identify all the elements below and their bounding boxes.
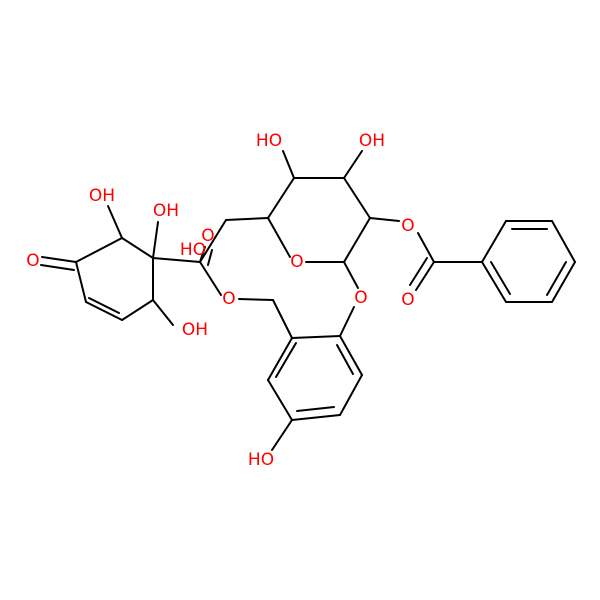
bond-c1-oh bbox=[152, 299, 174, 326]
o-ketone-label: O bbox=[26, 251, 39, 271]
bond-ar6-ar1 bbox=[267, 337, 293, 381]
oh-top-left-label: OH bbox=[89, 186, 115, 206]
bond-carbonyl-c-o-2 bbox=[409, 257, 428, 286]
bond-c4-c5 bbox=[75, 237, 123, 263]
bond-ester-carbonyl-2 bbox=[207, 249, 213, 266]
o-ester-carbonyl-label: O bbox=[201, 226, 214, 246]
bond-ester-o-carbonyl bbox=[417, 232, 435, 263]
bond-ar4-ar5 bbox=[291, 414, 341, 421]
bond-lines bbox=[40, 150, 576, 451]
bond-ar3-ar4 bbox=[339, 374, 363, 416]
bond-c6-ester-carbon bbox=[152, 257, 201, 263]
bond-phenol-oh bbox=[271, 419, 293, 451]
o-ester-link-label: O bbox=[222, 289, 235, 309]
bond-ph3-ph4 bbox=[551, 220, 576, 263]
bond-c2-c3 bbox=[85, 301, 123, 321]
bond-ar6-ar1-inner bbox=[275, 342, 297, 378]
oh-sugar-right-label: OH bbox=[359, 131, 385, 151]
bond-ph6-ph1-inner bbox=[490, 261, 511, 295]
bond-c4-ketone-1 bbox=[41, 256, 77, 263]
bond-ar1-ar2 bbox=[291, 335, 341, 339]
bond-ph1-ph2 bbox=[481, 220, 507, 263]
bond-c4-oh bbox=[282, 150, 295, 179]
bond-c5-oh bbox=[107, 205, 123, 239]
bond-c4-c5 bbox=[267, 177, 295, 219]
bond-c3-c4 bbox=[75, 261, 87, 303]
bond-c3-oh bbox=[343, 150, 363, 179]
bond-c2-ester-o bbox=[369, 217, 400, 222]
oh-top-mid-label: OH bbox=[153, 201, 179, 221]
bond-ar2-ar3 bbox=[339, 335, 363, 376]
bond-o-to-ch2 bbox=[238, 298, 274, 301]
oh-ring-lower-label: OH bbox=[182, 320, 208, 340]
bond-c6-ester-carbon bbox=[199, 219, 227, 263]
o-benzoyl-carbonyl-label: O bbox=[401, 290, 414, 310]
bond-ester-to-o bbox=[199, 261, 222, 296]
bond-c6-oh bbox=[152, 221, 159, 259]
bond-ar-to-glycoside-o bbox=[339, 306, 355, 337]
bond-c2-c3 bbox=[343, 177, 371, 219]
bond-ring-o-c5 bbox=[267, 217, 291, 258]
bond-ar2-ar3-inner bbox=[336, 344, 354, 375]
bond-ar4-ar5-inner bbox=[296, 406, 335, 412]
bond-ch2-to-aromatic bbox=[272, 299, 293, 339]
bond-carbonyl-c-o-1 bbox=[415, 261, 435, 291]
bond-glycoside-o-to-c1 bbox=[343, 261, 359, 289]
oh-sugar-left-label: HO bbox=[256, 131, 282, 151]
bond-c2-c3-inner bbox=[88, 297, 120, 314]
oh-overlap-label: HO bbox=[180, 240, 206, 260]
o-glycoside-label: O bbox=[354, 288, 367, 308]
bond-c5-c6 bbox=[121, 237, 154, 259]
atom-labels: OH OH HO O OH O O HO OH O O O O HO bbox=[26, 131, 414, 470]
o-ring-label: O bbox=[290, 252, 303, 272]
oh-phenol-label: HO bbox=[248, 450, 274, 470]
bond-ph6-ph1 bbox=[481, 261, 507, 303]
bond-ar5-ar6 bbox=[267, 379, 293, 421]
bond-c4-ketone-2 bbox=[40, 264, 75, 271]
bond-c5-c6 bbox=[225, 217, 269, 221]
bond-ph4-ph5-inner bbox=[546, 261, 567, 296]
o-benzoyl-ester-label: O bbox=[401, 216, 414, 236]
bond-c1-c2 bbox=[121, 299, 154, 321]
bond-ph4-ph5 bbox=[551, 261, 576, 303]
bond-c1-c2 bbox=[343, 217, 371, 263]
bond-ester-carbonyl-1 bbox=[199, 246, 206, 263]
